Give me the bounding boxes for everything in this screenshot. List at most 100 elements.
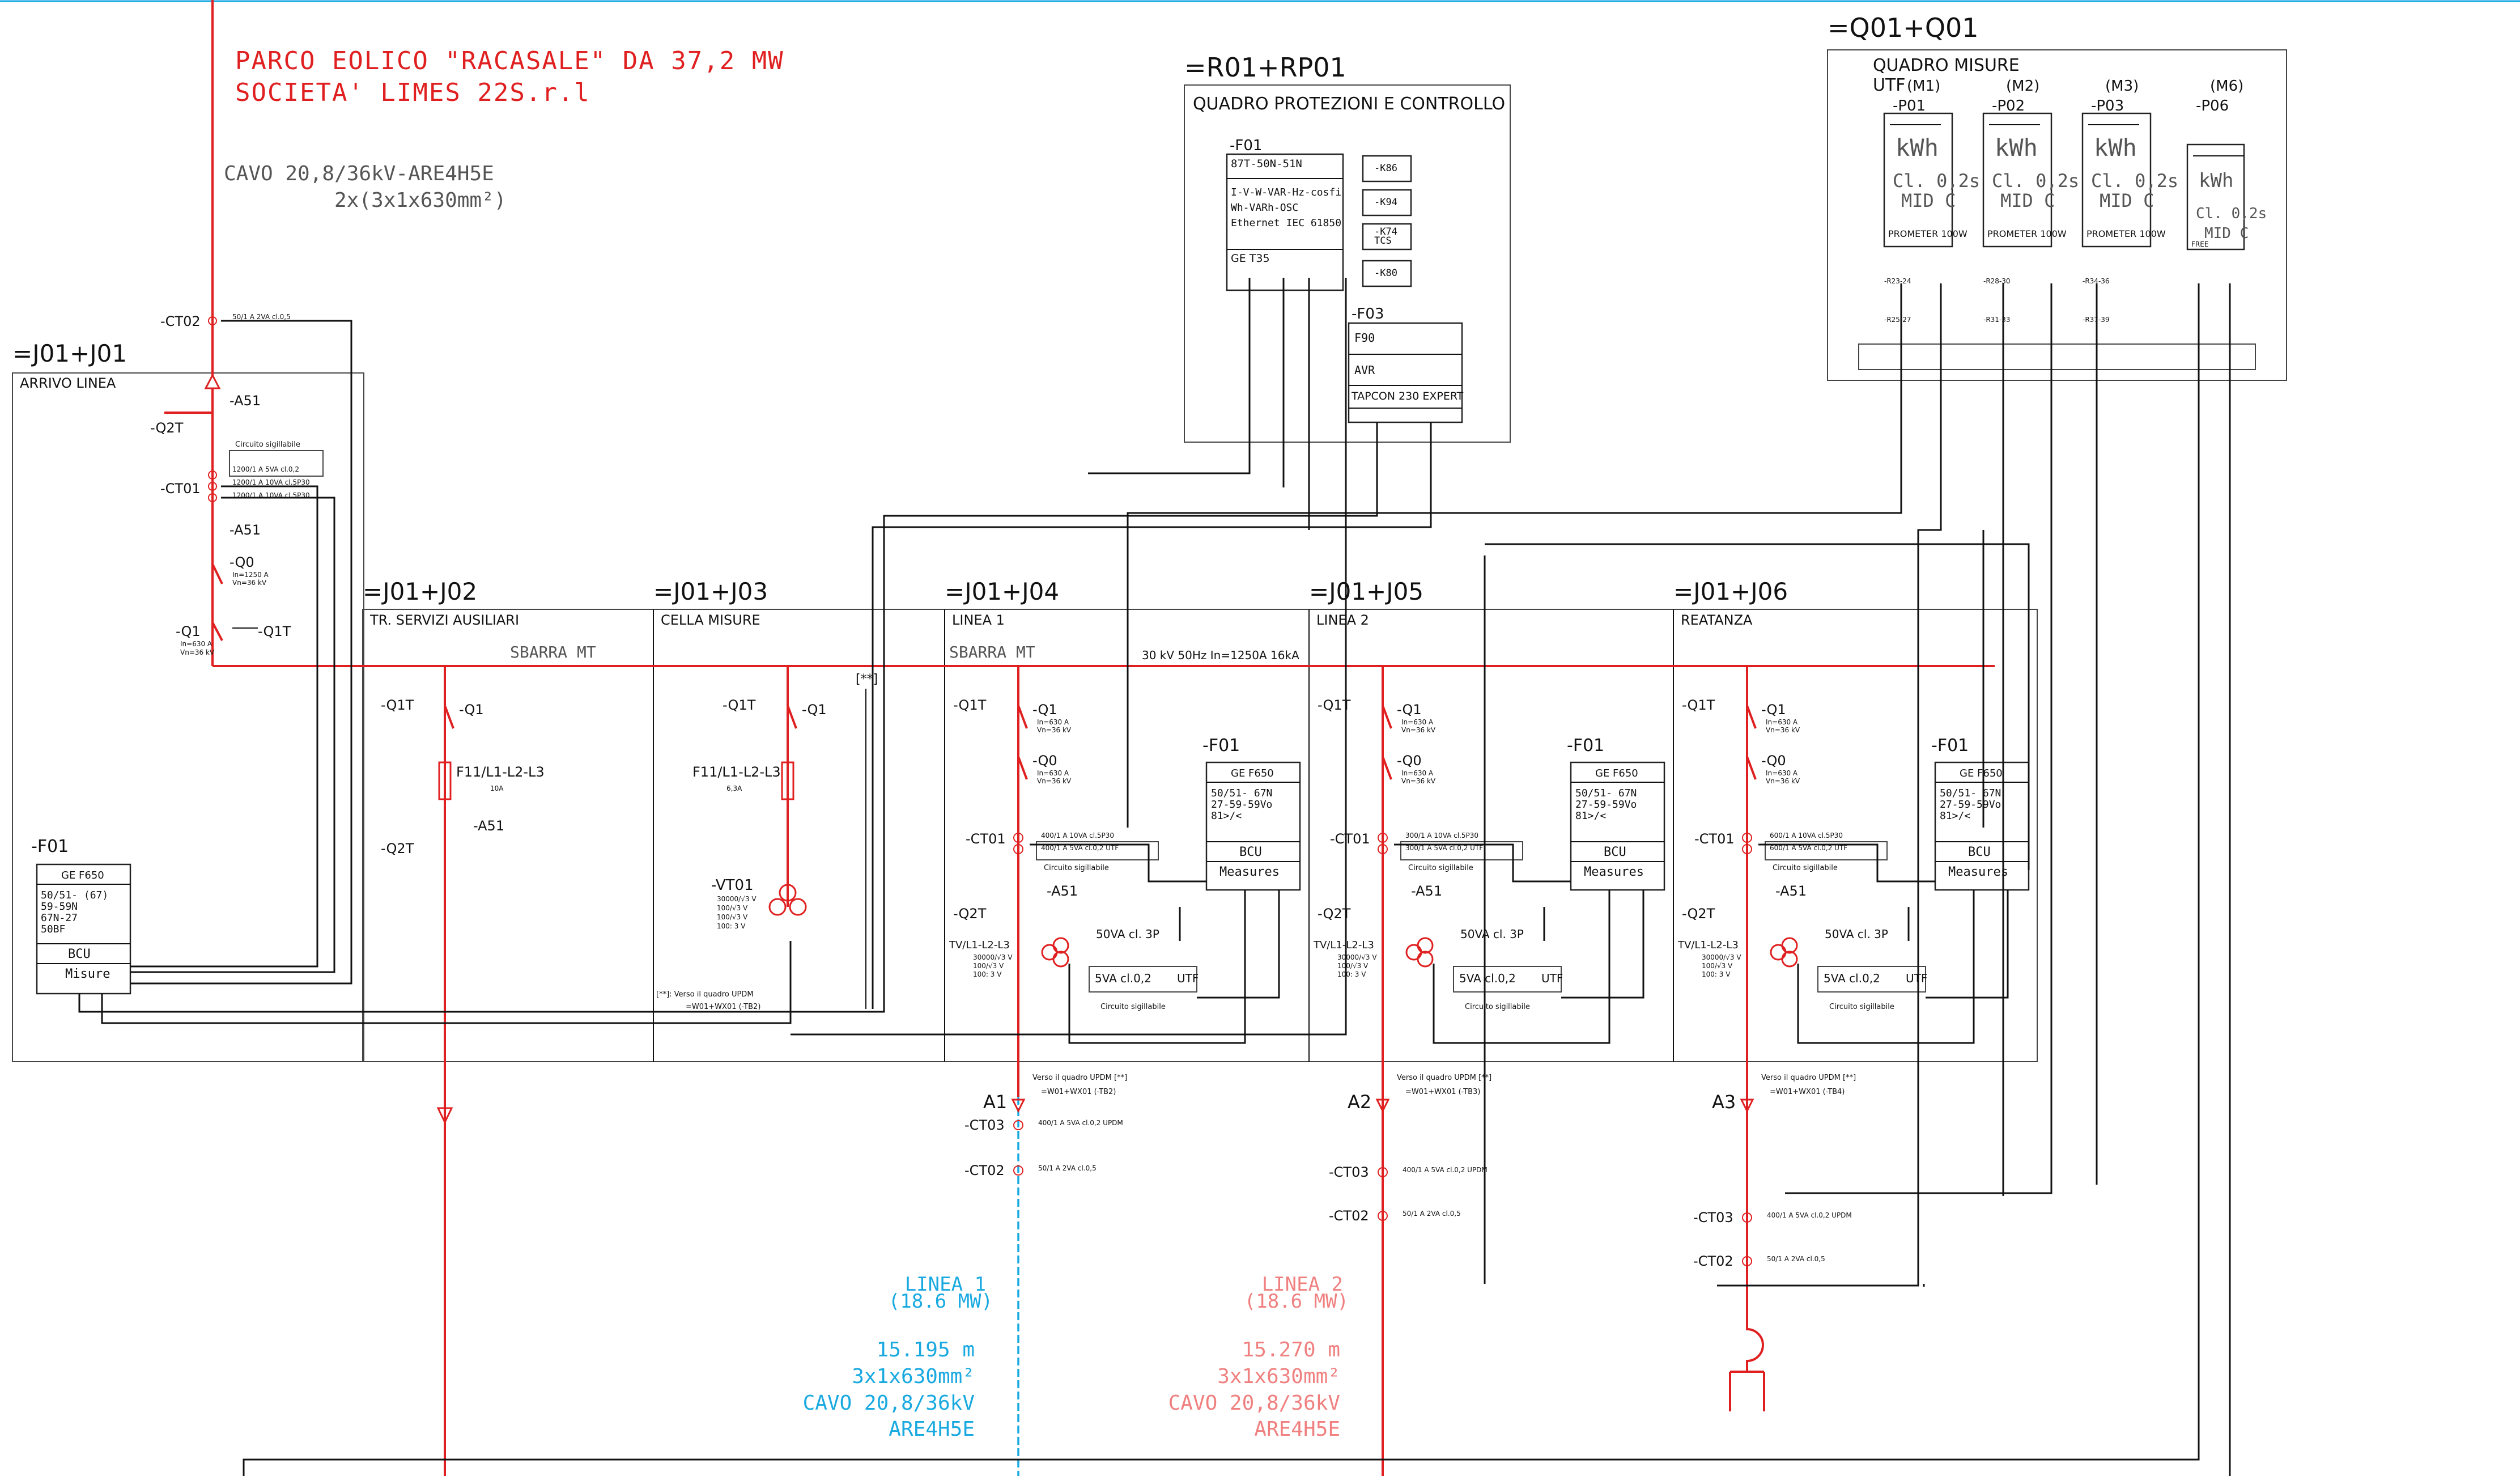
arrivo-f01-func-1: 50/51- (67): [41, 889, 108, 901]
feeder-1-q1: -Q1: [1032, 702, 1057, 718]
feeder-3-f01-model: GE F650: [1960, 767, 2003, 779]
busbar-rating: 30 kV 50Hz In=1250A 16kA: [1142, 648, 1299, 662]
feeder-1-q1-spec1: In=630 A: [1037, 718, 1069, 726]
arrivo-q1t: -Q1T: [258, 624, 291, 639]
f03-model: TAPCON 230 EXPERT: [1351, 390, 1464, 402]
feeder-2-q1: -Q1: [1397, 702, 1422, 718]
feeder-1-utf: UTF: [1177, 972, 1199, 985]
power-conductors: [204, 0, 1748, 1476]
j03-vt-spec-4: 100: 3 V: [717, 922, 746, 930]
j03-vt-spec-3: 100/√3 V: [717, 913, 748, 921]
feeder-1-f01-func2: 27-59-59Vo: [1211, 799, 1272, 811]
arrivo-q1-spec1: In=630 A: [180, 640, 213, 648]
feeder-3-ct01: -CT01: [1694, 831, 1735, 847]
j03-fuse: F11/L1-L2-L3: [692, 764, 781, 780]
feeder-2-q0-spec1: In=630 A: [1401, 769, 1434, 777]
arrivo-q0: -Q0: [230, 554, 254, 570]
j03-verso-ref: =W01+WX01 (-TB2): [686, 1003, 760, 1011]
j03-vt-spec-2: 100/√3 V: [717, 904, 748, 912]
protection-panel-title: QUADRO PROTEZIONI E CONTROLLO: [1193, 94, 1505, 114]
arrivo-f01-bcu: BCU: [68, 947, 91, 961]
cell-name-j02: TR. SERVIZI AUSILIARI: [369, 612, 519, 628]
j03-star: [**]: [856, 672, 878, 686]
switchgear-frames: [12, 372, 2038, 1062]
feeder-1-ct02: -CT02: [964, 1163, 1005, 1178]
cell-name-j04: LINEA 1: [952, 612, 1005, 628]
feeder-3-f01-bcu: BCU: [1968, 845, 1991, 859]
f03-f90: F90: [1354, 331, 1375, 345]
cell-name-j03: CELLA MISURE: [661, 612, 760, 628]
meter-panel: =Q01+Q01 QUADRO MISURE UTF (M1)-P01kWhCl…: [1827, 12, 2287, 381]
feeder-3-tv-spec1: 30000/√3 V: [1702, 953, 1741, 961]
feeder-3-f01-measures: Measures: [1948, 865, 2008, 879]
feeder-2-va5: 5VA cl.0,2: [1459, 972, 1516, 985]
meter-3-tag: -P03: [2091, 97, 2124, 114]
feeder-1-ct-b: 400/1 A 5VA cl.0,2 UTF: [1041, 844, 1119, 852]
feeder-1-q0-spec1: In=630 A: [1037, 769, 1069, 777]
line-2-cable: CAVO 20,8/36kV: [1168, 1392, 1340, 1415]
reactor-symbol: [1729, 1321, 1765, 1411]
feeder-3-ref: =W01+WX01 (-TB4): [1770, 1088, 1845, 1096]
feeder-3-ct03: -CT03: [1693, 1210, 1733, 1225]
j02-a51: -A51: [473, 818, 504, 834]
line-1-power: (18.6 MW): [889, 1290, 993, 1313]
meter-2-model: PROMETER 100W: [1987, 228, 2067, 239]
arrivo-q2t: -Q2T: [150, 420, 184, 436]
line-1-cable: CAVO 20,8/36kV: [803, 1392, 975, 1415]
feeder-3-q1-spec2: Vn=36 kV: [1766, 726, 1800, 734]
j03-fuse-spec: 6,3A: [726, 784, 742, 792]
relay-2-label-1: TCS: [1374, 235, 1392, 247]
meter-1-mid: MID C: [1901, 190, 1956, 211]
line-1-length: 15.195 m: [877, 1338, 975, 1362]
feeder-1-ref: =W01+WX01 (-TB2): [1041, 1088, 1116, 1096]
busbar-label-left: SBARRA MT: [510, 643, 596, 661]
feeder-3-ct-b: 600/1 A 5VA cl.0,2 UTF: [1770, 844, 1847, 852]
arrivo-a51: -A51: [230, 393, 261, 409]
feeder-3-va50: 50VA cl. 3P: [1825, 927, 1888, 941]
meter-1-tag: -P01: [1893, 97, 1926, 114]
feeder-1-ct03-spec: 400/1 A 5VA cl.0,2 UPDM: [1038, 1119, 1123, 1127]
feeder-2-sealed: Circuito sigillabile: [1408, 864, 1473, 872]
f01-meas-2: Wh-VARh-OSC: [1231, 202, 1298, 214]
feeder-2-utf: UTF: [1541, 972, 1563, 985]
feeder-3-tv-spec3: 100: 3 V: [1702, 970, 1731, 978]
feeder-2-sealed2: Circuito sigillabile: [1465, 1003, 1530, 1011]
relay-2-label-0: -K74: [1374, 226, 1397, 237]
arrivo-q0-spec2: Vn=36 kV: [232, 579, 267, 587]
feeder-2-ct01: -CT01: [1330, 831, 1370, 847]
cell-tag-j02: =J01+J02: [363, 578, 477, 605]
feeder-3-q1-spec1: In=630 A: [1766, 718, 1798, 726]
line-1-name: LINEA 1: [905, 1273, 986, 1296]
feeder-2-a51: -A51: [1411, 883, 1442, 899]
meter-1-id: (M1): [1907, 78, 1940, 95]
feeder-2-q0-spec2: Vn=36 kV: [1401, 777, 1436, 785]
feeder-3-f01-func2: 27-59-59Vo: [1940, 799, 2001, 811]
feeder-3-q0-spec2: Vn=36 kV: [1766, 777, 1800, 785]
meter-3-model: PROMETER 100W: [2086, 228, 2166, 239]
arrivo-a51b: -A51: [230, 522, 261, 538]
feeder-1-sealed: Circuito sigillabile: [1044, 864, 1109, 872]
meter-3-unit: kWh: [2094, 134, 2137, 162]
feeder-1-f01-tag: -F01: [1202, 736, 1240, 756]
feeder-2-q1-spec1: In=630 A: [1401, 718, 1434, 726]
cell-tag-j01: =J01+J01: [12, 340, 127, 367]
meter-2-mid: MID C: [2000, 190, 2055, 211]
feeder-1-tv-spec2: 100/√3 V: [973, 962, 1004, 970]
arrivo-ct02-spec: 50/1 A 2VA cl.0,5: [232, 313, 291, 321]
feeder-1-ct03: -CT03: [964, 1117, 1005, 1133]
meter-panel-tag: =Q01+Q01: [1828, 12, 1979, 43]
cell-name-j05: LINEA 2: [1316, 612, 1369, 628]
feeder-2-va50: 50VA cl. 3P: [1460, 927, 1524, 941]
feeder-1-f01-bcu: BCU: [1239, 845, 1262, 859]
relay-1-label-0: -K94: [1374, 197, 1397, 208]
feeder-3-utf: UTF: [1906, 972, 1927, 985]
protection-panel-tag: =R01+RP01: [1184, 52, 1346, 83]
cell-headers: =J01+J01 ARRIVO LINEA =J01+J02 TR. SERVI…: [12, 340, 1788, 628]
meter-1-sec2: -R25-27: [1884, 316, 1911, 324]
j03-q1: -Q1: [802, 702, 827, 718]
